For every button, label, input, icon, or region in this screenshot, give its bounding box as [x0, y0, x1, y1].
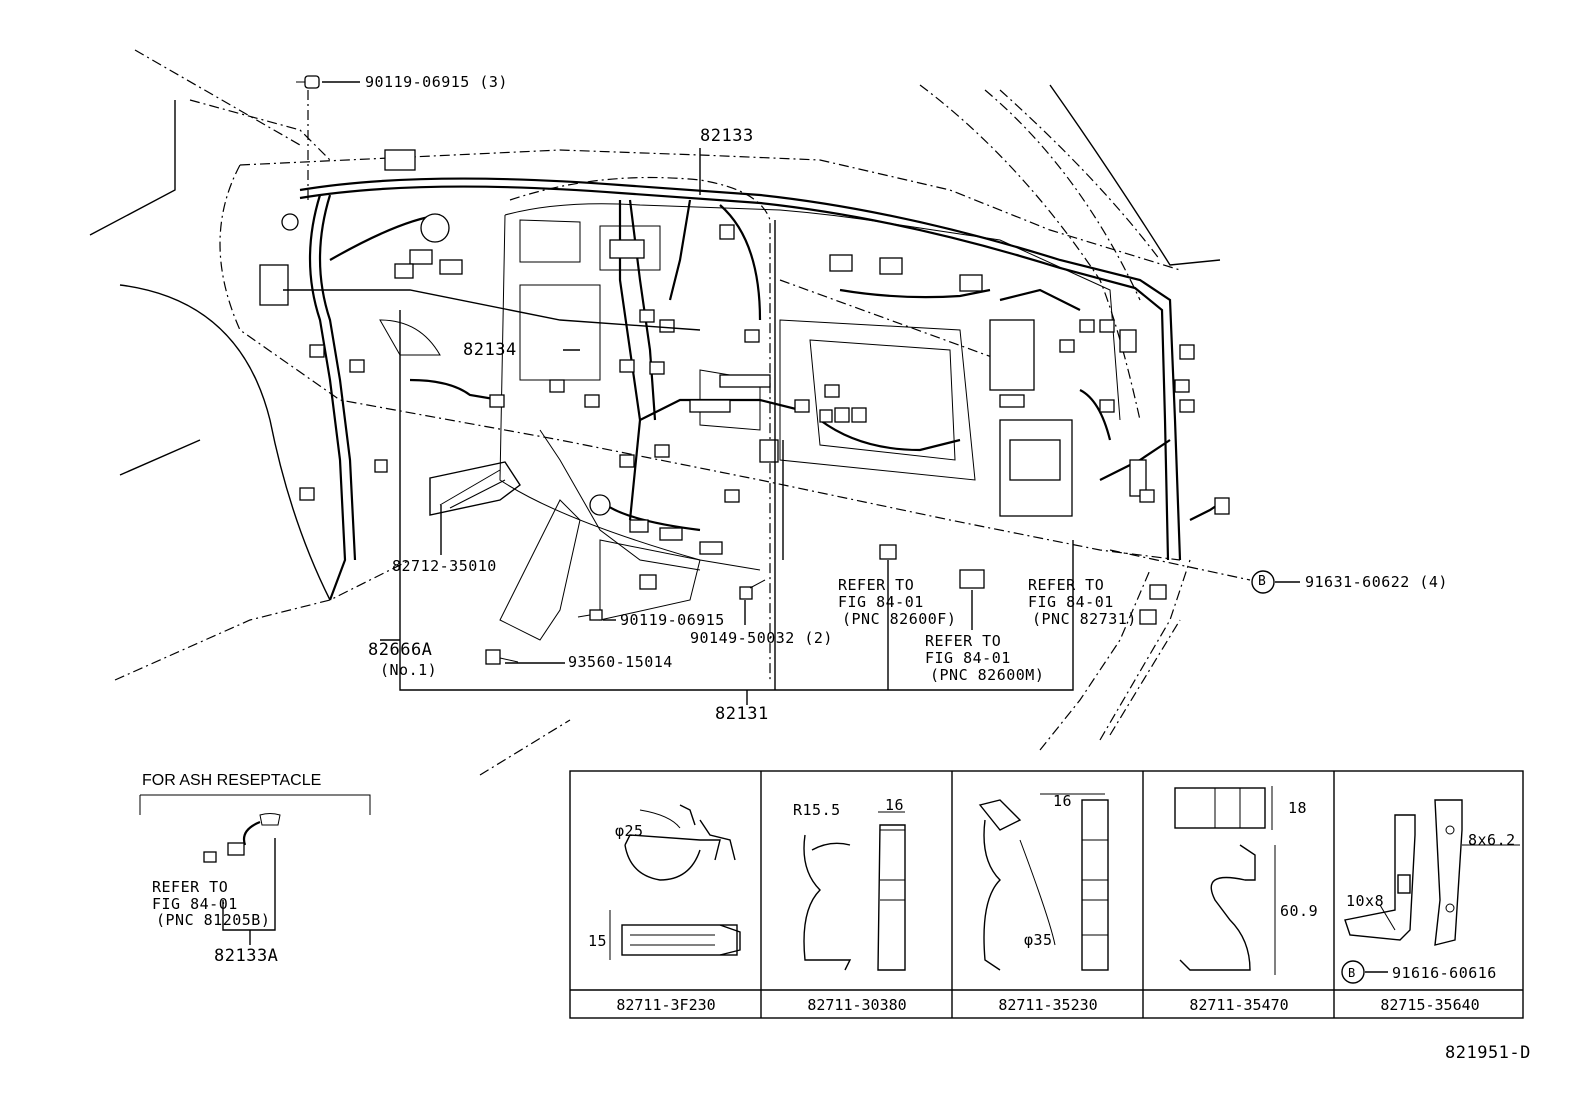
dim-label: 10x8 [1346, 892, 1385, 910]
dim-label: 91616-60616 [1392, 964, 1497, 982]
refer-line-3: (PNC 82600F) [842, 610, 957, 628]
refer-line-1: REFER TO [838, 576, 915, 594]
dim-label: 8x6.2 [1468, 831, 1516, 849]
callout-protector: 82712-35010 [392, 557, 497, 575]
marker-b-label: B [1258, 574, 1267, 589]
callout-screw: 90149-50032 (2) [690, 629, 833, 647]
clamp-part-label: 82711-30380 [807, 996, 907, 1014]
callout-clamp-no1: (No.1) [380, 661, 438, 679]
dim-label: 60.9 [1280, 902, 1319, 920]
callout-clamp-82666a: 82666A [368, 640, 433, 660]
dim-label: 16 [1053, 792, 1073, 810]
refer-line-2: FIG 84-01 [1028, 593, 1114, 611]
callout-clip-b: 91631-60622 (4) [1305, 573, 1448, 591]
refer-line-2: FIG 84-01 [152, 895, 238, 913]
dim-label: R15.5 [793, 801, 841, 819]
callout-harness-82133: 82133 [700, 126, 754, 146]
ash-receptacle-title: FOR ASH RESEPTACLE [142, 772, 322, 789]
dim-label: 16 [885, 796, 905, 814]
refer-line-1: REFER TO [152, 878, 229, 896]
refer-line-3: (PNC 81205B) [156, 911, 271, 929]
bolt-icon [296, 75, 320, 89]
callout-harness-82134: 82134 [463, 340, 517, 360]
refer-line-2: FIG 84-01 [838, 593, 924, 611]
refer-line-3: (PNC 82600M) [930, 666, 1045, 684]
callout-bolt-mid: 90119-06915 [620, 611, 725, 629]
clamp-part-label: 82711-35470 [1189, 996, 1289, 1014]
figure-id: 821951-D [1445, 1043, 1531, 1063]
callout-bolt-low: 93560-15014 [568, 653, 673, 671]
dim-label: φ35 [1024, 931, 1053, 949]
callout-harness-82131: 82131 [715, 704, 769, 724]
dim-label: 15 [588, 932, 608, 950]
dim-label: 18 [1288, 799, 1308, 817]
marker-b-label: B [1348, 966, 1356, 980]
dim-label: φ25 [615, 822, 644, 840]
refer-line-2: FIG 84-01 [925, 649, 1011, 667]
ash-receptacle-part: 82133A [214, 946, 279, 966]
callout-bolt-top: 90119-06915 (3) [365, 73, 508, 91]
clamp-part-label: 82711-3F230 [616, 996, 716, 1014]
refer-line-3: (PNC 82731) [1032, 610, 1137, 628]
clamp-part-label: 82715-35640 [1380, 996, 1480, 1014]
refer-line-1: REFER TO [1028, 576, 1105, 594]
refer-line-1: REFER TO [925, 632, 1002, 650]
clamp-part-label: 82711-35230 [998, 996, 1098, 1014]
